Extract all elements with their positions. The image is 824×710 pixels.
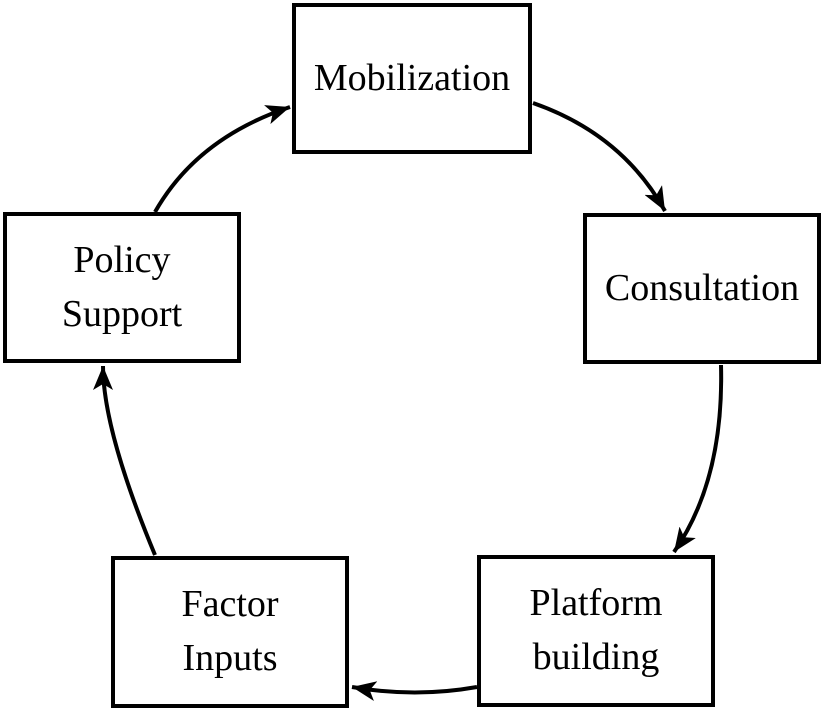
node-factor-inputs: Factor Inputs — [111, 556, 349, 708]
node-consultation: Consultation — [583, 213, 821, 364]
node-policy-support-label: Policy Support — [61, 238, 183, 335]
edge-consultation-to-platform-building-arrow — [672, 364, 724, 554]
node-mobilization-label: Mobilization — [313, 56, 511, 99]
edge-platform-building-to-factor-inputs-arrow — [351, 681, 478, 701]
node-mobilization: Mobilization — [292, 3, 532, 154]
edge-factor-inputs-to-policy-support-arrow — [93, 365, 157, 556]
node-platform-building: Platform building — [477, 555, 715, 707]
node-policy-support: Policy Support — [3, 212, 241, 363]
node-consultation-label: Consultation — [604, 266, 800, 309]
edge-policy-support-to-mobilization-arrow — [153, 105, 291, 213]
node-factor-inputs-label: Factor Inputs — [181, 583, 279, 679]
node-platform-building-label: Platform building — [529, 582, 663, 678]
edge-mobilization-to-consultation-arrow — [532, 101, 667, 212]
